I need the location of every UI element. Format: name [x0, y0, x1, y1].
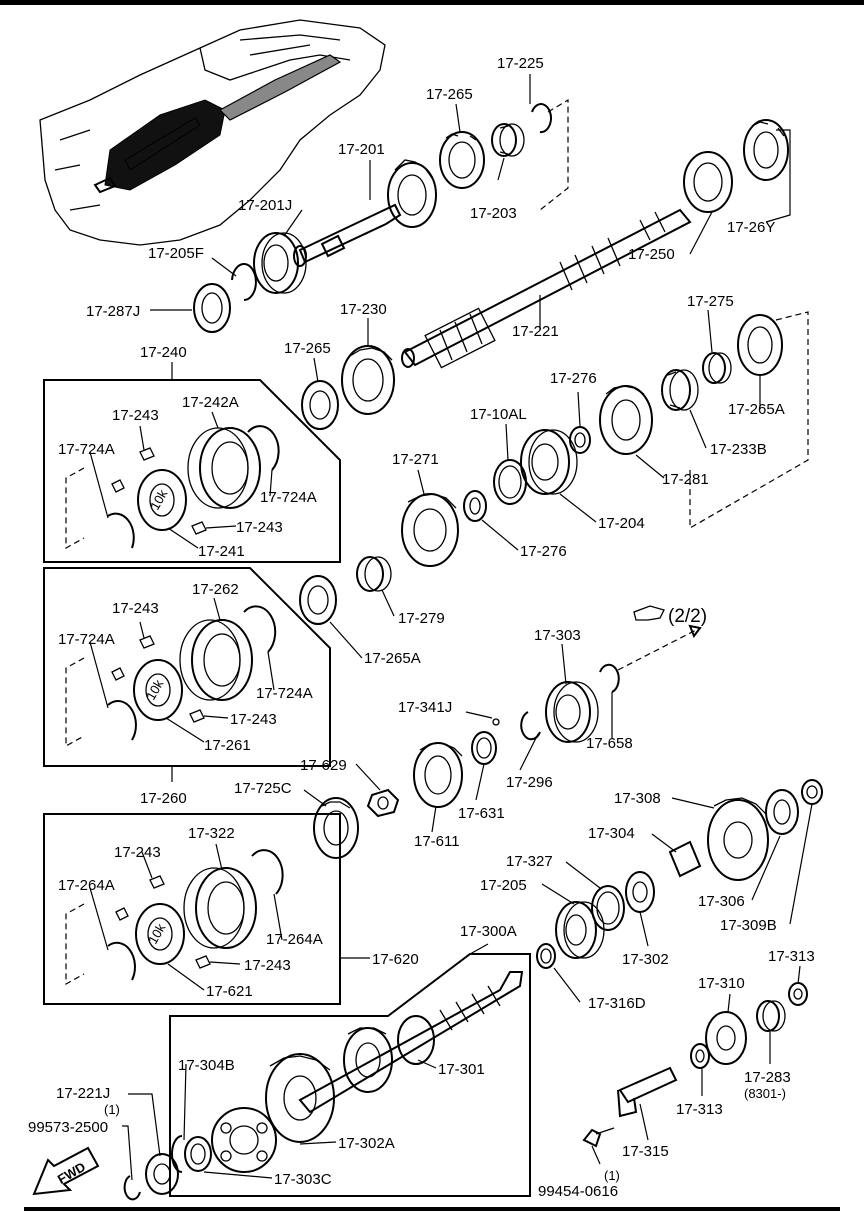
- label-17-310[interactable]: 17-310: [698, 975, 745, 992]
- label-17-306[interactable]: 17-306: [698, 893, 745, 910]
- label-17-10AL[interactable]: 17-10AL: [470, 406, 527, 423]
- label-17-242A[interactable]: 17-242A: [182, 394, 239, 411]
- leader-lines: [89, 74, 813, 1181]
- label-17-265-mid[interactable]: 17-265: [284, 340, 331, 357]
- label-17-271[interactable]: 17-271: [392, 451, 439, 468]
- label-17-230[interactable]: 17-230: [340, 301, 387, 318]
- page-reference[interactable]: (2/2): [668, 606, 707, 627]
- label-17-302[interactable]: 17-302: [622, 951, 669, 968]
- label-17-243-a[interactable]: 17-243: [112, 407, 159, 424]
- label-17-304[interactable]: 17-304: [588, 825, 635, 842]
- output-bearing-group: [123, 1153, 179, 1201]
- label-17-264A-a[interactable]: 17-264A: [58, 877, 115, 894]
- counter-shaft-group: [536, 779, 823, 969]
- synchro-assembly-620: [43, 813, 341, 1005]
- label-17-309B[interactable]: 17-309B: [720, 917, 777, 934]
- label-17-304B[interactable]: 17-304B: [178, 1057, 235, 1074]
- main-shaft-group: [401, 119, 789, 369]
- hand-pointer-icon: [633, 605, 665, 621]
- label-17-205F[interactable]: 17-205F: [148, 245, 204, 262]
- label-99454-0616[interactable]: 99454-0616: [538, 1183, 618, 1200]
- label-17-264A-b[interactable]: 17-264A: [266, 931, 323, 948]
- label-17-621[interactable]: 17-621: [206, 983, 253, 1000]
- top-border: [0, 0, 864, 5]
- label-17-315[interactable]: 17-315: [622, 1143, 669, 1160]
- label-17-275[interactable]: 17-275: [687, 293, 734, 310]
- label-17-221J[interactable]: 17-221J: [56, 1085, 110, 1102]
- label-17-620[interactable]: 17-620: [372, 951, 419, 968]
- label-17-281[interactable]: 17-281: [662, 471, 709, 488]
- label-17-221J-qty: (1): [104, 1102, 120, 1117]
- label-17-279[interactable]: 17-279: [398, 610, 445, 627]
- label-17-341J[interactable]: 17-341J: [398, 699, 452, 716]
- label-17-241[interactable]: 17-241: [198, 543, 245, 560]
- transmission-case-illustration: [39, 19, 386, 246]
- label-17-316D[interactable]: 17-316D: [588, 995, 646, 1012]
- part-labels: 17-225 17-265 17-201 17-203 17-201J 17-2…: [28, 55, 815, 1200]
- label-17-313-b[interactable]: 17-313: [676, 1101, 723, 1118]
- label-17-313-a[interactable]: 17-313: [768, 948, 815, 965]
- label-17-265A-right[interactable]: 17-265A: [728, 401, 785, 418]
- label-17-221[interactable]: 17-221: [512, 323, 559, 340]
- label-17-276-top[interactable]: 17-276: [550, 370, 597, 387]
- label-17-301[interactable]: 17-301: [438, 1061, 485, 1078]
- label-17-724A-b[interactable]: 17-724A: [260, 489, 317, 506]
- label-17-658[interactable]: 17-658: [586, 735, 633, 752]
- label-17-240[interactable]: 17-240: [140, 344, 187, 361]
- label-17-725C[interactable]: 17-725C: [234, 780, 292, 797]
- label-17-296[interactable]: 17-296: [506, 774, 553, 791]
- label-17-265A-mid[interactable]: 17-265A: [364, 650, 421, 667]
- label-17-724A-d[interactable]: 17-724A: [256, 685, 313, 702]
- label-17-303C[interactable]: 17-303C: [274, 1171, 332, 1188]
- input-shaft-group: [193, 98, 569, 333]
- label-17-243-b[interactable]: 17-243: [236, 519, 283, 536]
- label-17-283[interactable]: 17-283: [744, 1069, 791, 1086]
- label-17-303[interactable]: 17-303: [534, 627, 581, 644]
- label-17-243-d[interactable]: 17-243: [230, 711, 277, 728]
- label-17-724A-a[interactable]: 17-724A: [58, 441, 115, 458]
- label-17-260[interactable]: 17-260: [140, 790, 187, 807]
- label-17-308[interactable]: 17-308: [614, 790, 661, 807]
- label-99454-0616-qty: (1): [604, 1168, 620, 1183]
- label-17-611[interactable]: 17-611: [414, 833, 460, 850]
- label-17-233B[interactable]: 17-233B: [710, 441, 767, 458]
- label-17-300A[interactable]: 17-300A: [460, 923, 517, 940]
- label-17-262[interactable]: 17-262: [192, 581, 239, 598]
- label-17-629[interactable]: 17-629: [300, 757, 347, 774]
- label-17-203[interactable]: 17-203: [470, 205, 517, 222]
- label-17-322[interactable]: 17-322: [188, 825, 235, 842]
- hub-mark-241: 10k: [147, 487, 171, 513]
- fwd-arrow-icon: FWD: [32, 1146, 100, 1196]
- label-17-327[interactable]: 17-327: [506, 853, 553, 870]
- label-17-204[interactable]: 17-204: [598, 515, 645, 532]
- gear-group-5th: [313, 624, 702, 859]
- bottom-border: [24, 1207, 840, 1211]
- label-17-243-f[interactable]: 17-243: [244, 957, 291, 974]
- synchro-assembly-260: [43, 567, 331, 767]
- label-17-26Y[interactable]: 17-26Y: [727, 219, 775, 236]
- label-17-201[interactable]: 17-201: [338, 141, 385, 158]
- reverse-gear-group: [463, 311, 809, 530]
- label-17-225[interactable]: 17-225: [497, 55, 544, 72]
- label-17-205[interactable]: 17-205: [480, 877, 527, 894]
- label-17-250[interactable]: 17-250: [628, 246, 675, 263]
- label-17-243-e[interactable]: 17-243: [114, 844, 161, 861]
- label-17-201J[interactable]: 17-201J: [238, 197, 292, 214]
- label-17-261[interactable]: 17-261: [204, 737, 251, 754]
- label-17-724A-c[interactable]: 17-724A: [58, 631, 115, 648]
- label-17-265-top[interactable]: 17-265: [426, 86, 473, 103]
- label-17-631[interactable]: 17-631: [458, 805, 505, 822]
- hub-mark-621: 10k: [145, 921, 169, 947]
- label-17-287J[interactable]: 17-287J: [86, 303, 140, 320]
- label-17-302A[interactable]: 17-302A: [338, 1135, 395, 1152]
- label-99573-2500[interactable]: 99573-2500: [28, 1119, 108, 1136]
- label-17-283-note: (8301-): [744, 1086, 786, 1101]
- reverse-idler-group: [582, 982, 808, 1148]
- gear-group-3rd: [299, 345, 459, 625]
- label-17-276-bot[interactable]: 17-276: [520, 543, 567, 560]
- hub-mark-261: 10k: [143, 677, 167, 703]
- output-shaft-assembly: [169, 953, 531, 1197]
- label-17-243-c[interactable]: 17-243: [112, 600, 159, 617]
